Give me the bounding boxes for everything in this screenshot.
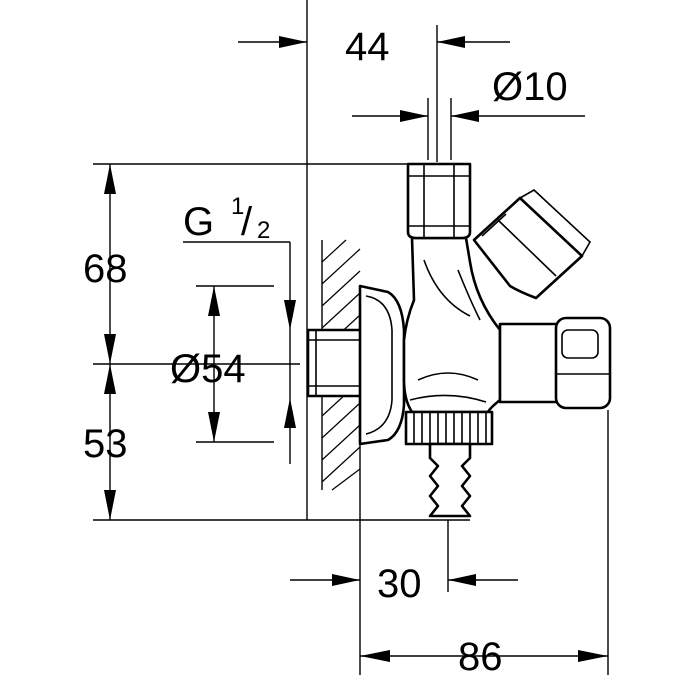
thread-connection: [306, 328, 366, 398]
dim-label-thread-denominator: 2: [257, 217, 270, 244]
valve-body: [402, 236, 502, 414]
dim-label-thread-slash: /: [241, 200, 253, 244]
dim-label-upper-height: 68: [83, 247, 128, 291]
dimension-lines: [93, 0, 609, 675]
dim-label-lower-height: 53: [83, 422, 128, 466]
right-outlet: [498, 316, 612, 410]
wall-rosette: [358, 284, 406, 446]
top-hex-nut: [406, 162, 472, 240]
dim-label-thread-numerator: 1: [231, 193, 244, 220]
dim-label-overall-width: 86: [458, 635, 503, 679]
dim-label-top-diameter: Ø10: [492, 65, 568, 109]
dim-label-thread-prefix: G: [183, 200, 214, 244]
hose-connector: [404, 410, 494, 518]
dim-label-hose-offset: 30: [377, 562, 422, 606]
dim-label-flange-diameter: Ø54: [170, 347, 246, 391]
angled-side-nut: [472, 189, 592, 300]
dimension-arrows: [104, 36, 608, 662]
dim-label-top-width: 44: [345, 25, 390, 69]
